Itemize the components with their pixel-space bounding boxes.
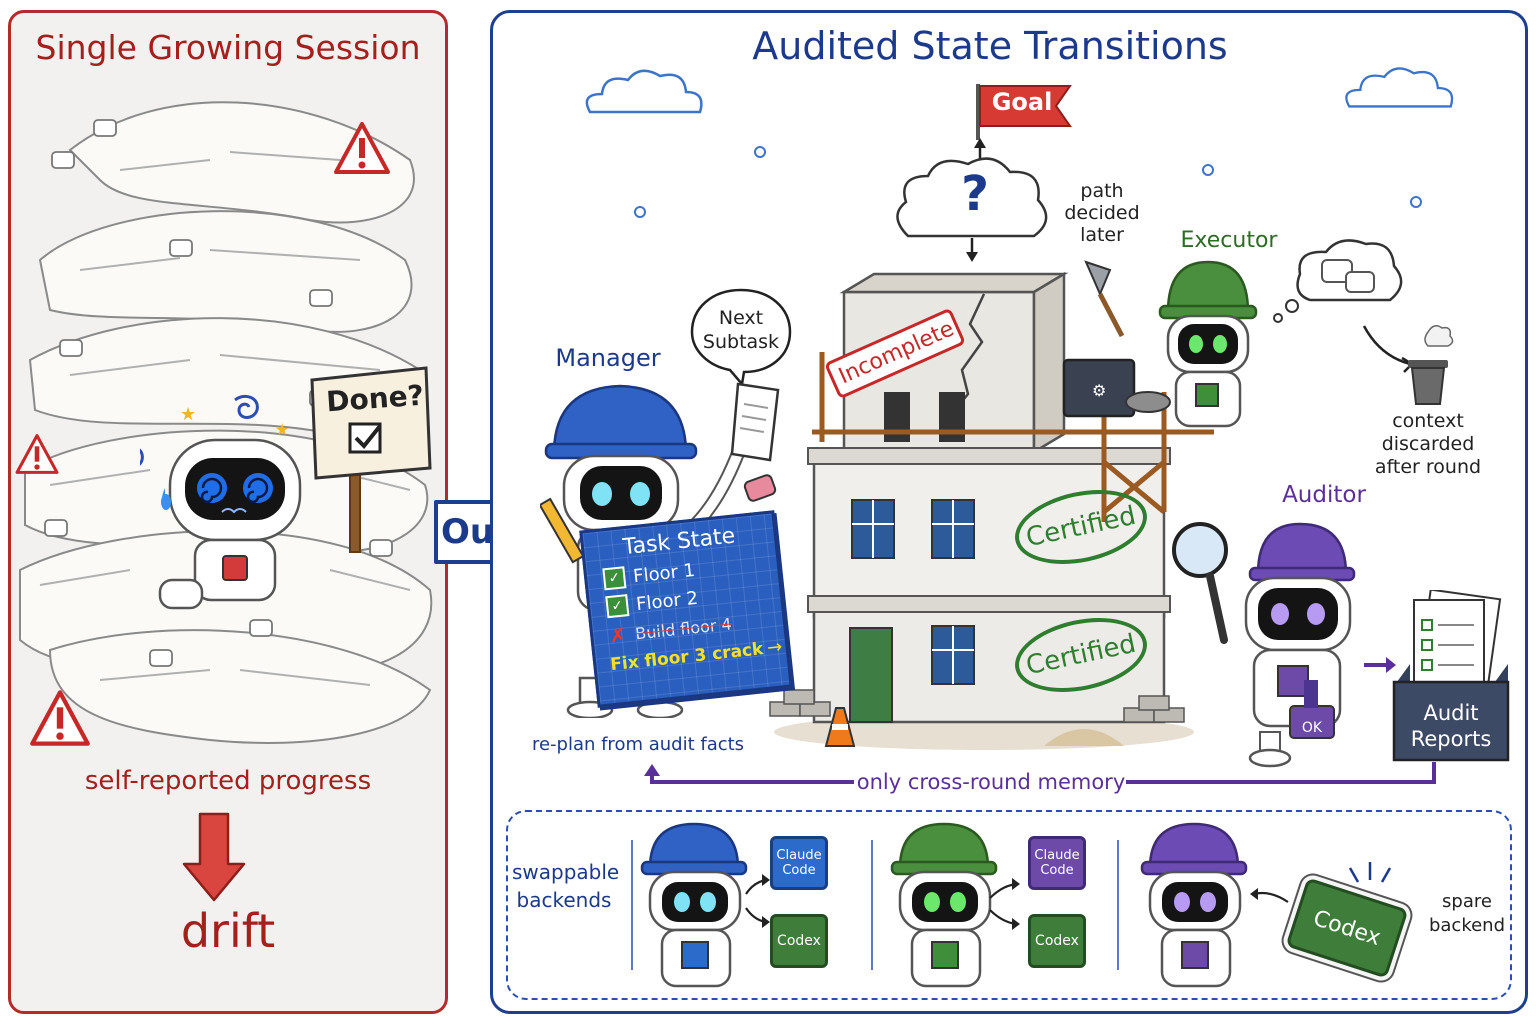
chat-bubble-icon xyxy=(1321,259,1375,293)
path-note-line: later xyxy=(1080,224,1124,246)
trowel-icon xyxy=(1084,260,1125,338)
chip-label: Code xyxy=(782,863,816,878)
backends-box xyxy=(506,810,1512,1000)
ok-stamp-label: OK xyxy=(1301,720,1323,736)
chip-label: Claude xyxy=(1034,848,1080,863)
backend-dividers xyxy=(631,840,1119,970)
checkbox-icon xyxy=(1421,619,1433,671)
task-item-text: Floor 1 xyxy=(632,559,697,587)
warning-icon xyxy=(15,434,59,474)
chip-label: Code xyxy=(1040,863,1074,878)
backends-label-line: backends xyxy=(516,888,612,912)
task-state-board: Task State ✓ Floor 1 ✓ Floor 2 ✗ Build f… xyxy=(579,510,793,708)
cross-icon: ✗ xyxy=(608,622,628,649)
traffic-cone-icon xyxy=(824,707,856,747)
chip-label: Codex xyxy=(777,933,821,949)
confused-robot: ★ ★ xyxy=(140,394,302,610)
building xyxy=(769,271,1214,750)
warning-icon xyxy=(30,690,90,746)
task-item-text: Build floor 4 xyxy=(634,613,733,643)
manager-backend-robot xyxy=(640,822,748,988)
speech-bubble xyxy=(690,288,792,386)
chip-icon: Claude Code xyxy=(1028,836,1086,890)
memory-arrow xyxy=(644,762,1436,784)
done-sign xyxy=(310,366,432,553)
next-subtask-speech: Next Subtask xyxy=(694,306,788,354)
pencil-icon xyxy=(540,497,585,564)
chip-label: Codex xyxy=(1310,905,1384,951)
spare-backend-label: spare backend xyxy=(1424,890,1510,938)
question-mark: ? xyxy=(961,166,989,222)
arrow-right-icon xyxy=(1364,657,1396,673)
executor-label: Executor xyxy=(1180,228,1278,253)
checkbox-icon xyxy=(348,422,382,454)
speech-line: Next xyxy=(718,307,764,329)
context-note-line: context xyxy=(1392,410,1464,432)
checkbox-icon: ✓ xyxy=(605,594,630,619)
svg-text:★: ★ xyxy=(275,420,289,439)
context-note: context discarded after round xyxy=(1364,410,1492,479)
dizzy-swirl-icon xyxy=(140,394,259,466)
chat-bubble-icon xyxy=(44,119,393,667)
audit-reports-box xyxy=(1392,590,1510,762)
executor-robot: ⚙ xyxy=(1062,260,1258,428)
chip-label: Claude xyxy=(776,848,822,863)
flag-icon xyxy=(976,84,1072,140)
replan-label: re-plan from audit facts xyxy=(531,734,745,755)
memory-label: only cross-round memory xyxy=(856,770,1126,794)
backend-arrows xyxy=(745,874,1289,930)
self-reported-progress-label: self-reported progress xyxy=(84,766,372,796)
thought-cloud xyxy=(1273,239,1403,323)
audit-reports-line: Reports xyxy=(1410,727,1492,751)
spare-backend-line: spare xyxy=(1442,891,1492,912)
checkbox-icon: ✓ xyxy=(602,566,627,591)
question-cloud xyxy=(896,138,1048,262)
path-note: path decided later xyxy=(1062,180,1142,246)
arrow-right-icon: → xyxy=(766,636,784,659)
task-item-text: Floor 2 xyxy=(635,587,699,615)
context-note-line: after round xyxy=(1374,456,1482,478)
goal-flag-label: Goal xyxy=(991,88,1053,116)
magnifier-icon xyxy=(1172,522,1228,644)
auditor-robot xyxy=(1172,522,1356,768)
laptop-icon: ⚙ xyxy=(1062,358,1136,418)
spark-lines xyxy=(1348,862,1392,883)
swappable-backends-label: swappable backends xyxy=(512,858,620,914)
path-note-line: path xyxy=(1080,180,1124,202)
executor-backend-robot xyxy=(890,822,998,988)
warning-icon xyxy=(334,122,390,174)
drift-label: drift xyxy=(180,904,276,958)
decorative-dots xyxy=(634,146,1422,218)
backends-label-line: swappable xyxy=(512,860,620,884)
drift-down-arrow xyxy=(182,812,246,902)
left-panel-title: Single Growing Session xyxy=(35,28,421,67)
gear-icon: ⚙ xyxy=(1092,381,1106,400)
right-panel-title: Audited State Transitions xyxy=(752,24,1228,68)
trash-icon xyxy=(1362,325,1454,405)
context-note-line: discarded xyxy=(1381,433,1475,455)
speech-line: Subtask xyxy=(702,331,780,353)
auditor-label: Auditor xyxy=(1282,482,1366,508)
chip-icon: Codex xyxy=(1028,914,1086,968)
cloud-icon xyxy=(1345,67,1454,108)
audit-reports-label: Audit Reports xyxy=(1394,700,1508,752)
chip-label: Codex xyxy=(1035,933,1079,949)
path-note-line: decided xyxy=(1064,202,1140,224)
spare-backend-line: backend xyxy=(1428,915,1506,936)
svg-text:★: ★ xyxy=(180,404,196,425)
auditor-backend-robot xyxy=(1140,822,1248,988)
chip-icon: Codex xyxy=(770,914,828,968)
audit-reports-line: Audit xyxy=(1423,701,1479,725)
manager-label: Manager xyxy=(555,344,661,372)
cloud-icon xyxy=(585,69,703,114)
chip-icon: Claude Code xyxy=(770,836,828,890)
